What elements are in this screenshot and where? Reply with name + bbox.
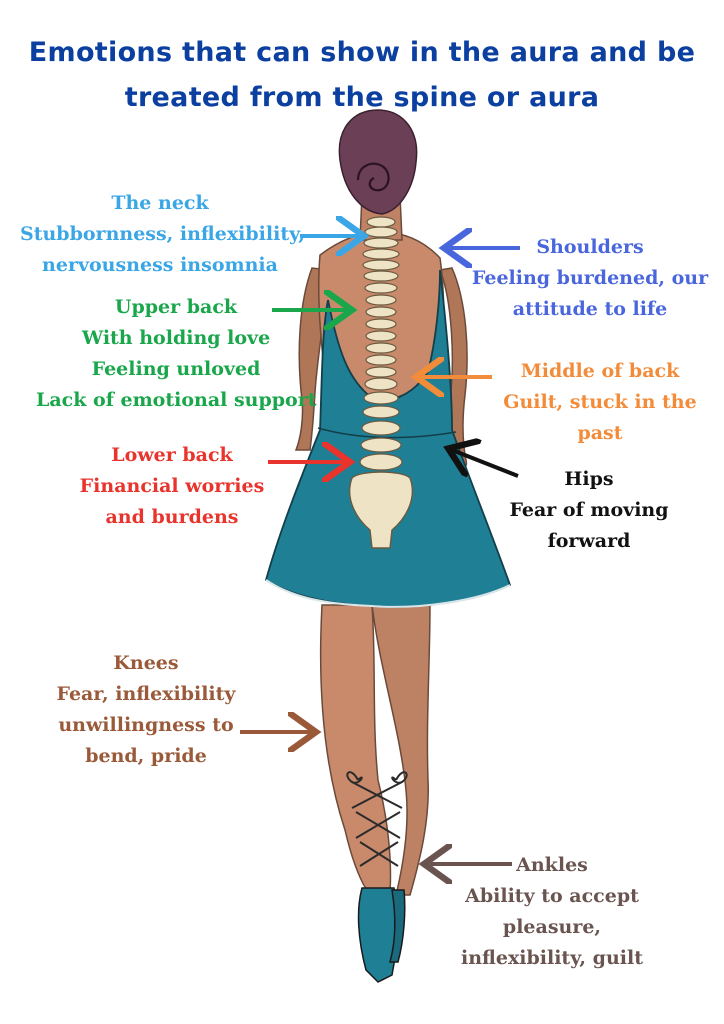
label-knees-line: unwillingness to (58, 714, 234, 736)
label-neck-line: Stubbornness, inflexibility, (20, 223, 305, 245)
label-hips: Hips Fear of moving forward (494, 464, 684, 557)
label-upper-back-line: Lack of emotional support (36, 389, 317, 411)
label-knees-line: Fear, inflexibility (56, 683, 236, 705)
page-title: Emotions that can show in the aura and b… (0, 30, 724, 120)
label-lower-back-line: Financial worries (79, 475, 265, 497)
dress-waistband (317, 427, 457, 439)
label-ankles-title: Ankles (516, 854, 588, 876)
label-upper-back: Upper back With holding love Feeling unl… (36, 292, 317, 416)
label-neck-line: nervousness insomnia (42, 254, 278, 276)
label-ankles: Ankles Ability to accept pleasure, infle… (454, 850, 650, 974)
label-lower-back: Lower back Financial worries and burdens (72, 440, 272, 533)
hair-bun (356, 162, 390, 192)
label-lower-back-line: and burdens (105, 506, 239, 528)
label-middle-back: Middle of back Guilt, stuck in the past (494, 356, 706, 449)
label-ankles-line: inflexibility, guilt (461, 947, 643, 969)
label-knees-line: bend, pride (85, 745, 207, 767)
label-knees: Knees Fear, inflexibility unwillingness … (56, 648, 236, 772)
label-upper-back-title: Upper back (114, 296, 238, 318)
label-middle-back-title: Middle of back (520, 360, 680, 382)
label-hips-line: forward (547, 530, 631, 552)
hair (338, 109, 418, 215)
label-knees-title: Knees (113, 652, 179, 674)
title-line-2: treated from the spine or aura (124, 82, 600, 113)
ankle-lacing (346, 771, 408, 867)
label-hips-title: Hips (564, 468, 614, 490)
label-middle-back-line: Guilt, stuck in the (503, 391, 697, 413)
title-line-1: Emotions that can show in the aura and b… (28, 37, 696, 68)
label-ankles-line: Ability to accept (465, 885, 639, 907)
label-shoulders: Shoulders Feeling burdened, our attitude… (470, 232, 710, 325)
label-middle-back-line: past (577, 422, 623, 444)
dress-hem (265, 579, 511, 608)
label-shoulders-title: Shoulders (536, 236, 644, 258)
arrow-hips (452, 450, 519, 478)
label-hips-line: Fear of moving (509, 499, 669, 521)
label-ankles-line: pleasure, (502, 916, 602, 938)
label-upper-back-line: Feeling unloved (91, 358, 261, 380)
label-neck: The neck Stubbornness, inflexibility, ne… (20, 188, 305, 281)
spine (359, 216, 403, 471)
label-lower-back-title: Lower back (111, 444, 233, 466)
label-upper-back-line: With holding love (81, 327, 271, 349)
right-leg (371, 604, 431, 896)
right-shoe (389, 889, 406, 963)
label-shoulders-line: attitude to life (512, 298, 668, 320)
label-shoulders-line: Feeling burdened, our (471, 267, 709, 289)
pelvis (349, 471, 413, 549)
label-neck-title: The neck (111, 192, 209, 214)
left-shoe (357, 887, 398, 983)
